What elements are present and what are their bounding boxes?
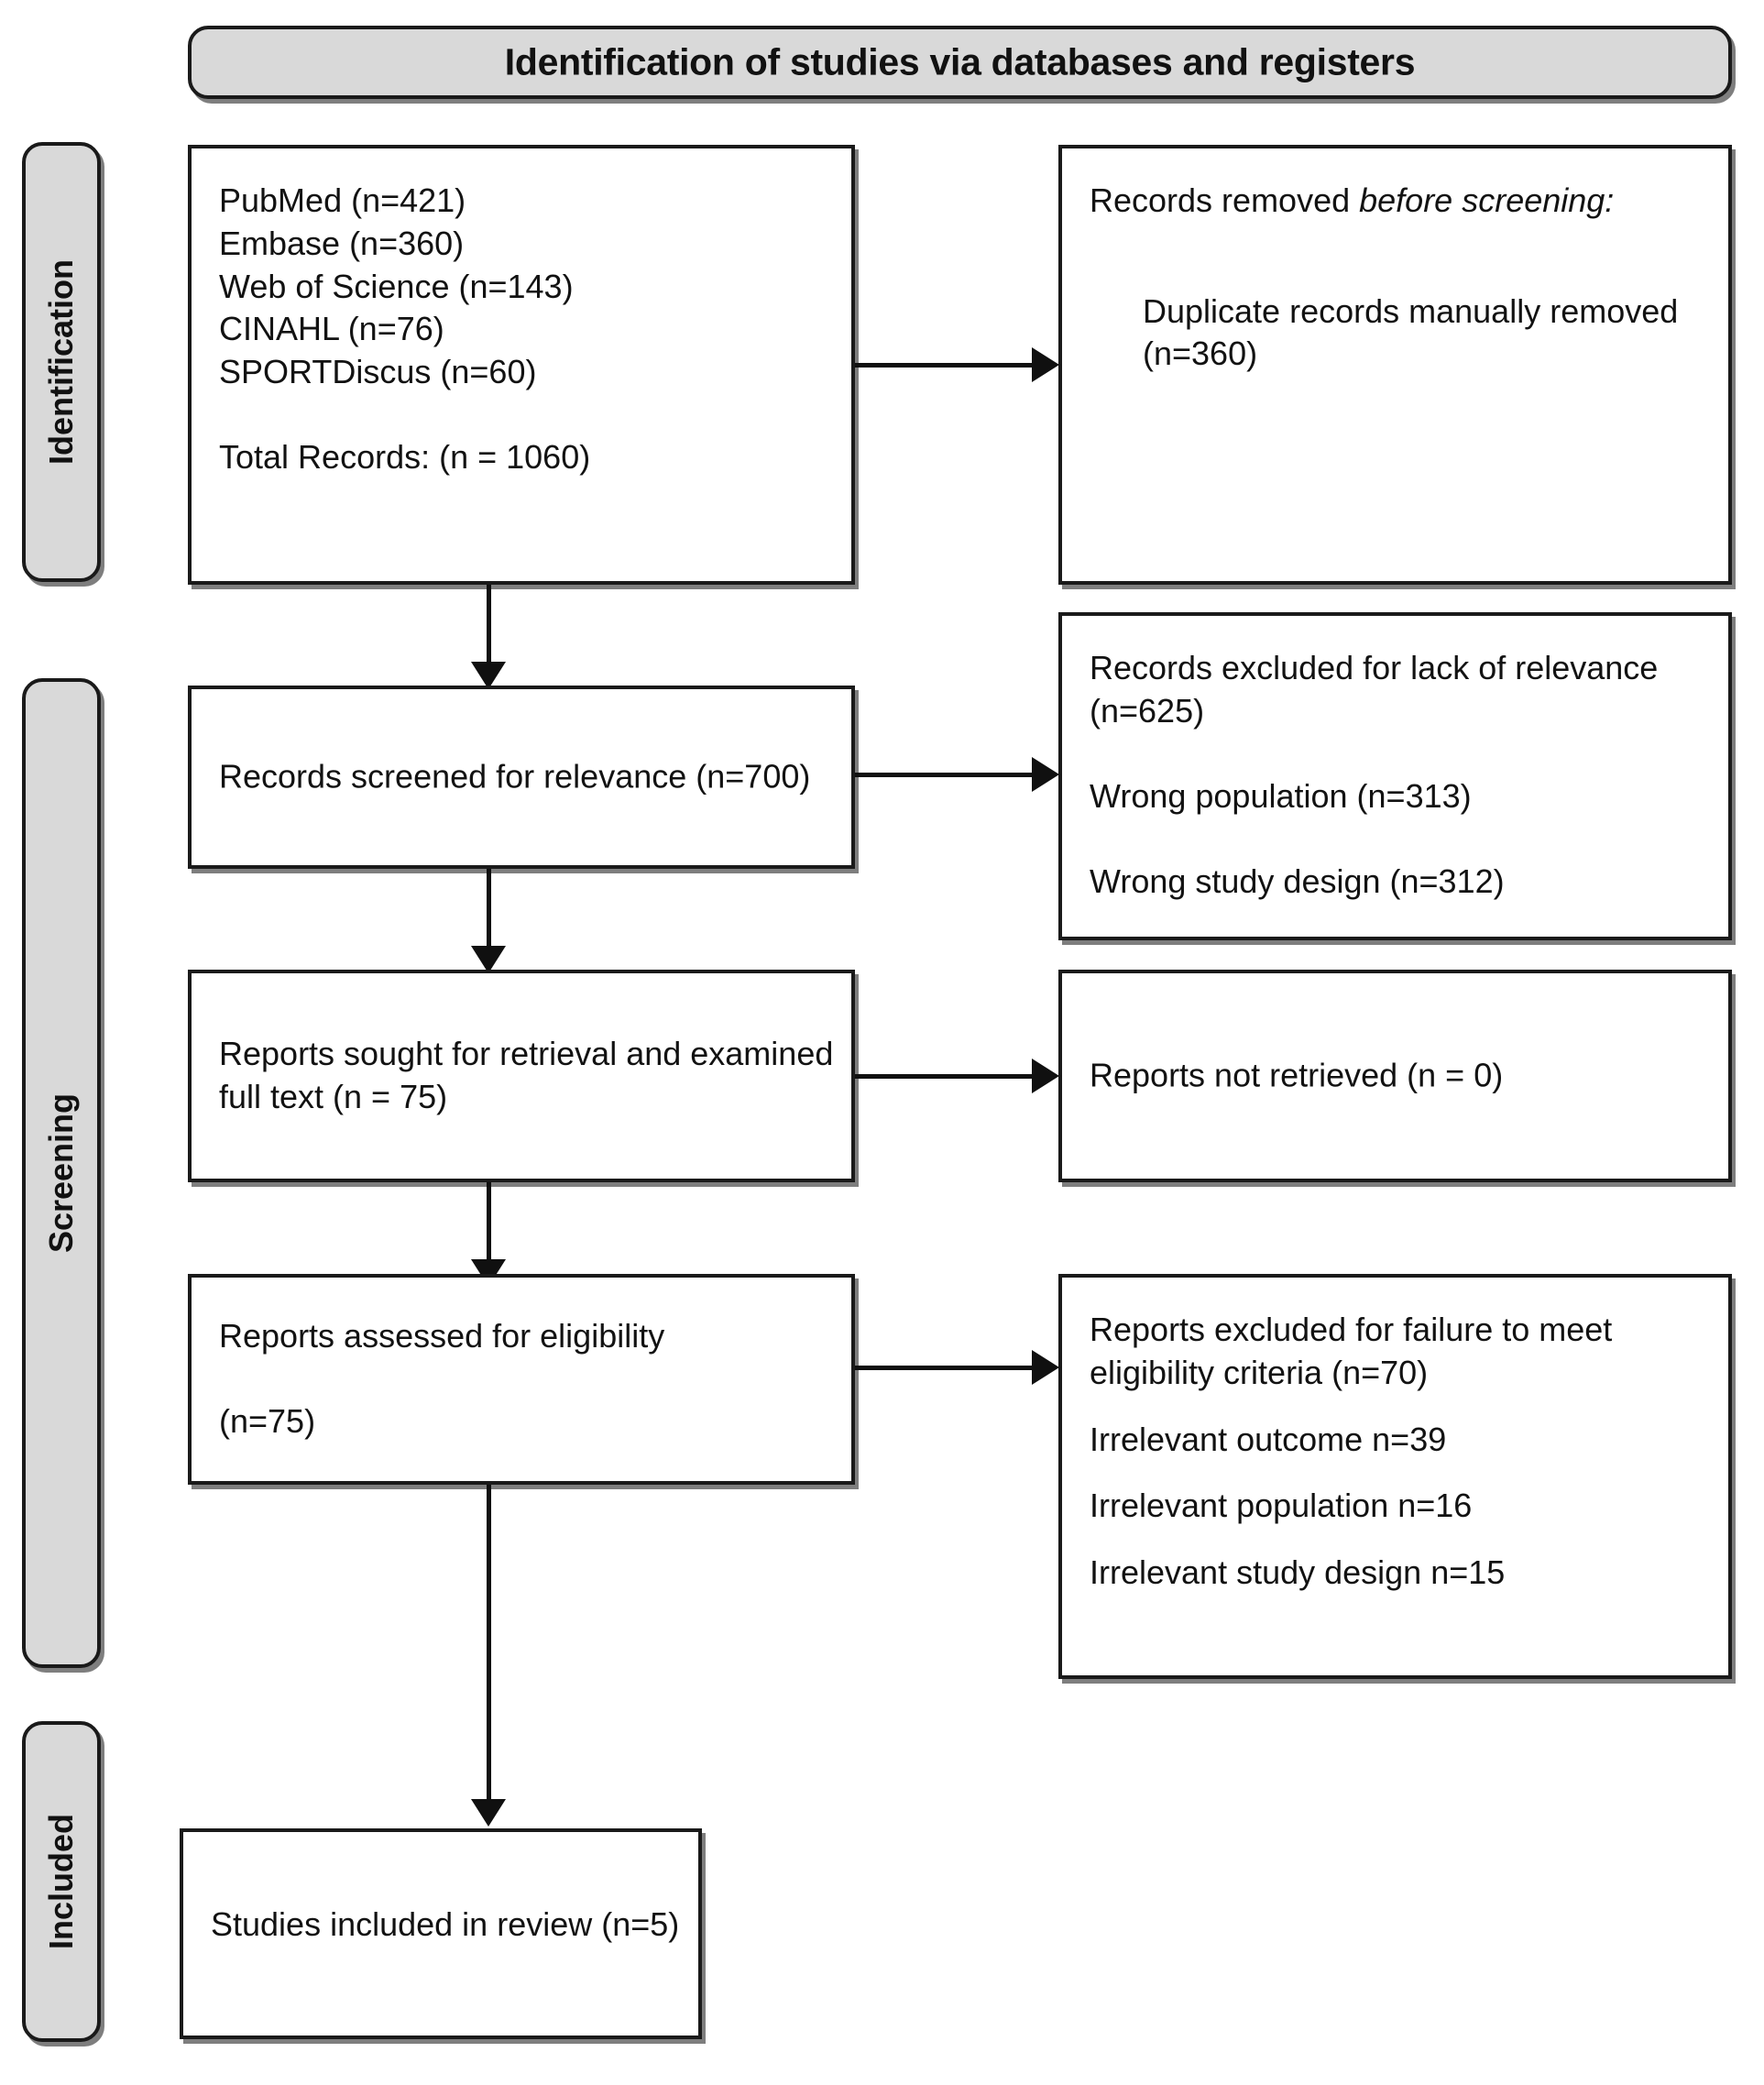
records-removed-heading-suffix: : [1605,181,1615,219]
box-records-excluded: Records excluded for lack of relevance (… [1058,612,1732,940]
records-removed-heading-italic: before screening [1359,181,1605,219]
reports-assessed-line2: (n=75) [219,1402,316,1441]
connector-sought-to-not-retrieved [855,1074,1035,1079]
source-line-total: Total Records: (n = 1060) [219,438,591,477]
stage-label-identification-text: Identification [42,259,80,465]
box-records-excluded-body: Records excluded for lack of relevance (… [1090,647,1712,903]
box-reports-excluded: Reports excluded for failure to meet eli… [1058,1274,1732,1679]
connector-sources-to-removed [855,363,1035,368]
connector-sought-to-assessed [487,1182,491,1265]
box-records-screened-body: Records screened for relevance (n=700) [219,756,835,799]
arrowhead-assessed-to-included [471,1799,506,1827]
stage-label-included: Included [22,1721,101,2042]
stage-label-screening-text: Screening [42,1092,80,1254]
arrowhead-sources-to-screened [471,662,506,689]
reports-assessed-line1: Reports assessed for eligibility [219,1317,665,1355]
reports-sought-text: Reports sought for retrieval and examine… [219,1035,843,1115]
reports-excluded-line-design: Irrelevant study design n=15 [1090,1553,1506,1591]
box-reports-assessed: Reports assessed for eligibility (n=75) [188,1274,855,1485]
box-reports-not-retrieved-body: Reports not retrieved (n = 0) [1090,1055,1712,1098]
records-removed-heading-prefix: Records removed [1090,181,1360,219]
records-removed-detail: Duplicate records manually removed (n=36… [1143,291,1688,373]
box-reports-assessed-body: Reports assessed for eligibility (n=75) [219,1315,835,1443]
box-studies-included: Studies included in review (n=5) [180,1828,702,2039]
stage-label-identification: Identification [22,142,101,582]
source-line-web-of-science: Web of Science (n=143) [219,267,574,305]
stage-label-screening: Screening [22,678,101,1668]
records-removed-heading: Records removed before screening: [1090,180,1712,223]
header-banner: Identification of studies via databases … [188,26,1732,99]
box-studies-included-body: Studies included in review (n=5) [211,1904,682,1947]
source-line-embase: Embase (n=360) [219,224,465,262]
page-title: Identification of studies via databases … [504,40,1416,83]
source-line-cinahl: CINAHL (n=76) [219,310,444,348]
reports-excluded-line-criteria: Reports excluded for failure to meet eli… [1090,1311,1622,1391]
stage-label-included-text: Included [42,1813,80,1950]
arrowhead-screened-to-sought [471,946,506,973]
box-reports-sought-body: Reports sought for retrieval and examine… [219,1033,835,1119]
records-excluded-line-population: Wrong population (n=313) [1090,776,1472,815]
source-line-sportdiscus: SPORTDiscus (n=60) [219,353,537,391]
box-records-screened: Records screened for relevance (n=700) [188,686,855,869]
box-records-removed-body: Records removed before screening: Duplic… [1090,180,1712,376]
arrowhead-assessed-to-excluded [1032,1350,1059,1385]
connector-assessed-to-included [487,1485,491,1815]
records-excluded-line-design: Wrong study design (n=312) [1090,861,1505,900]
reports-excluded-line-population: Irrelevant population n=16 [1090,1487,1473,1525]
connector-screened-to-excluded [855,773,1035,777]
box-sources-body: PubMed (n=421) Embase (n=360) Web of Sci… [219,180,835,479]
connector-sources-to-screened [487,585,491,667]
box-reports-sought: Reports sought for retrieval and examine… [188,970,855,1182]
studies-included-text: Studies included in review (n=5) [211,1905,680,1943]
reports-not-retrieved-text: Reports not retrieved (n = 0) [1090,1056,1504,1094]
box-reports-not-retrieved: Reports not retrieved (n = 0) [1058,970,1732,1182]
arrowhead-screened-to-excluded [1032,757,1059,792]
arrowhead-sources-to-removed [1032,347,1059,382]
connector-assessed-to-excluded [855,1366,1035,1370]
box-reports-excluded-body: Reports excluded for failure to meet eli… [1090,1309,1712,1595]
records-screened-text: Records screened for relevance (n=700) [219,757,811,796]
box-sources: PubMed (n=421) Embase (n=360) Web of Sci… [188,145,855,585]
arrowhead-sought-to-not-retrieved [1032,1059,1059,1093]
box-records-removed-before-screening: Records removed before screening: Duplic… [1058,145,1732,585]
records-excluded-line-relevance: Records excluded for lack of relevance (… [1090,649,1668,730]
source-line-pubmed: PubMed (n=421) [219,181,466,219]
connector-screened-to-sought [487,869,491,951]
reports-excluded-line-outcome: Irrelevant outcome n=39 [1090,1420,1447,1458]
